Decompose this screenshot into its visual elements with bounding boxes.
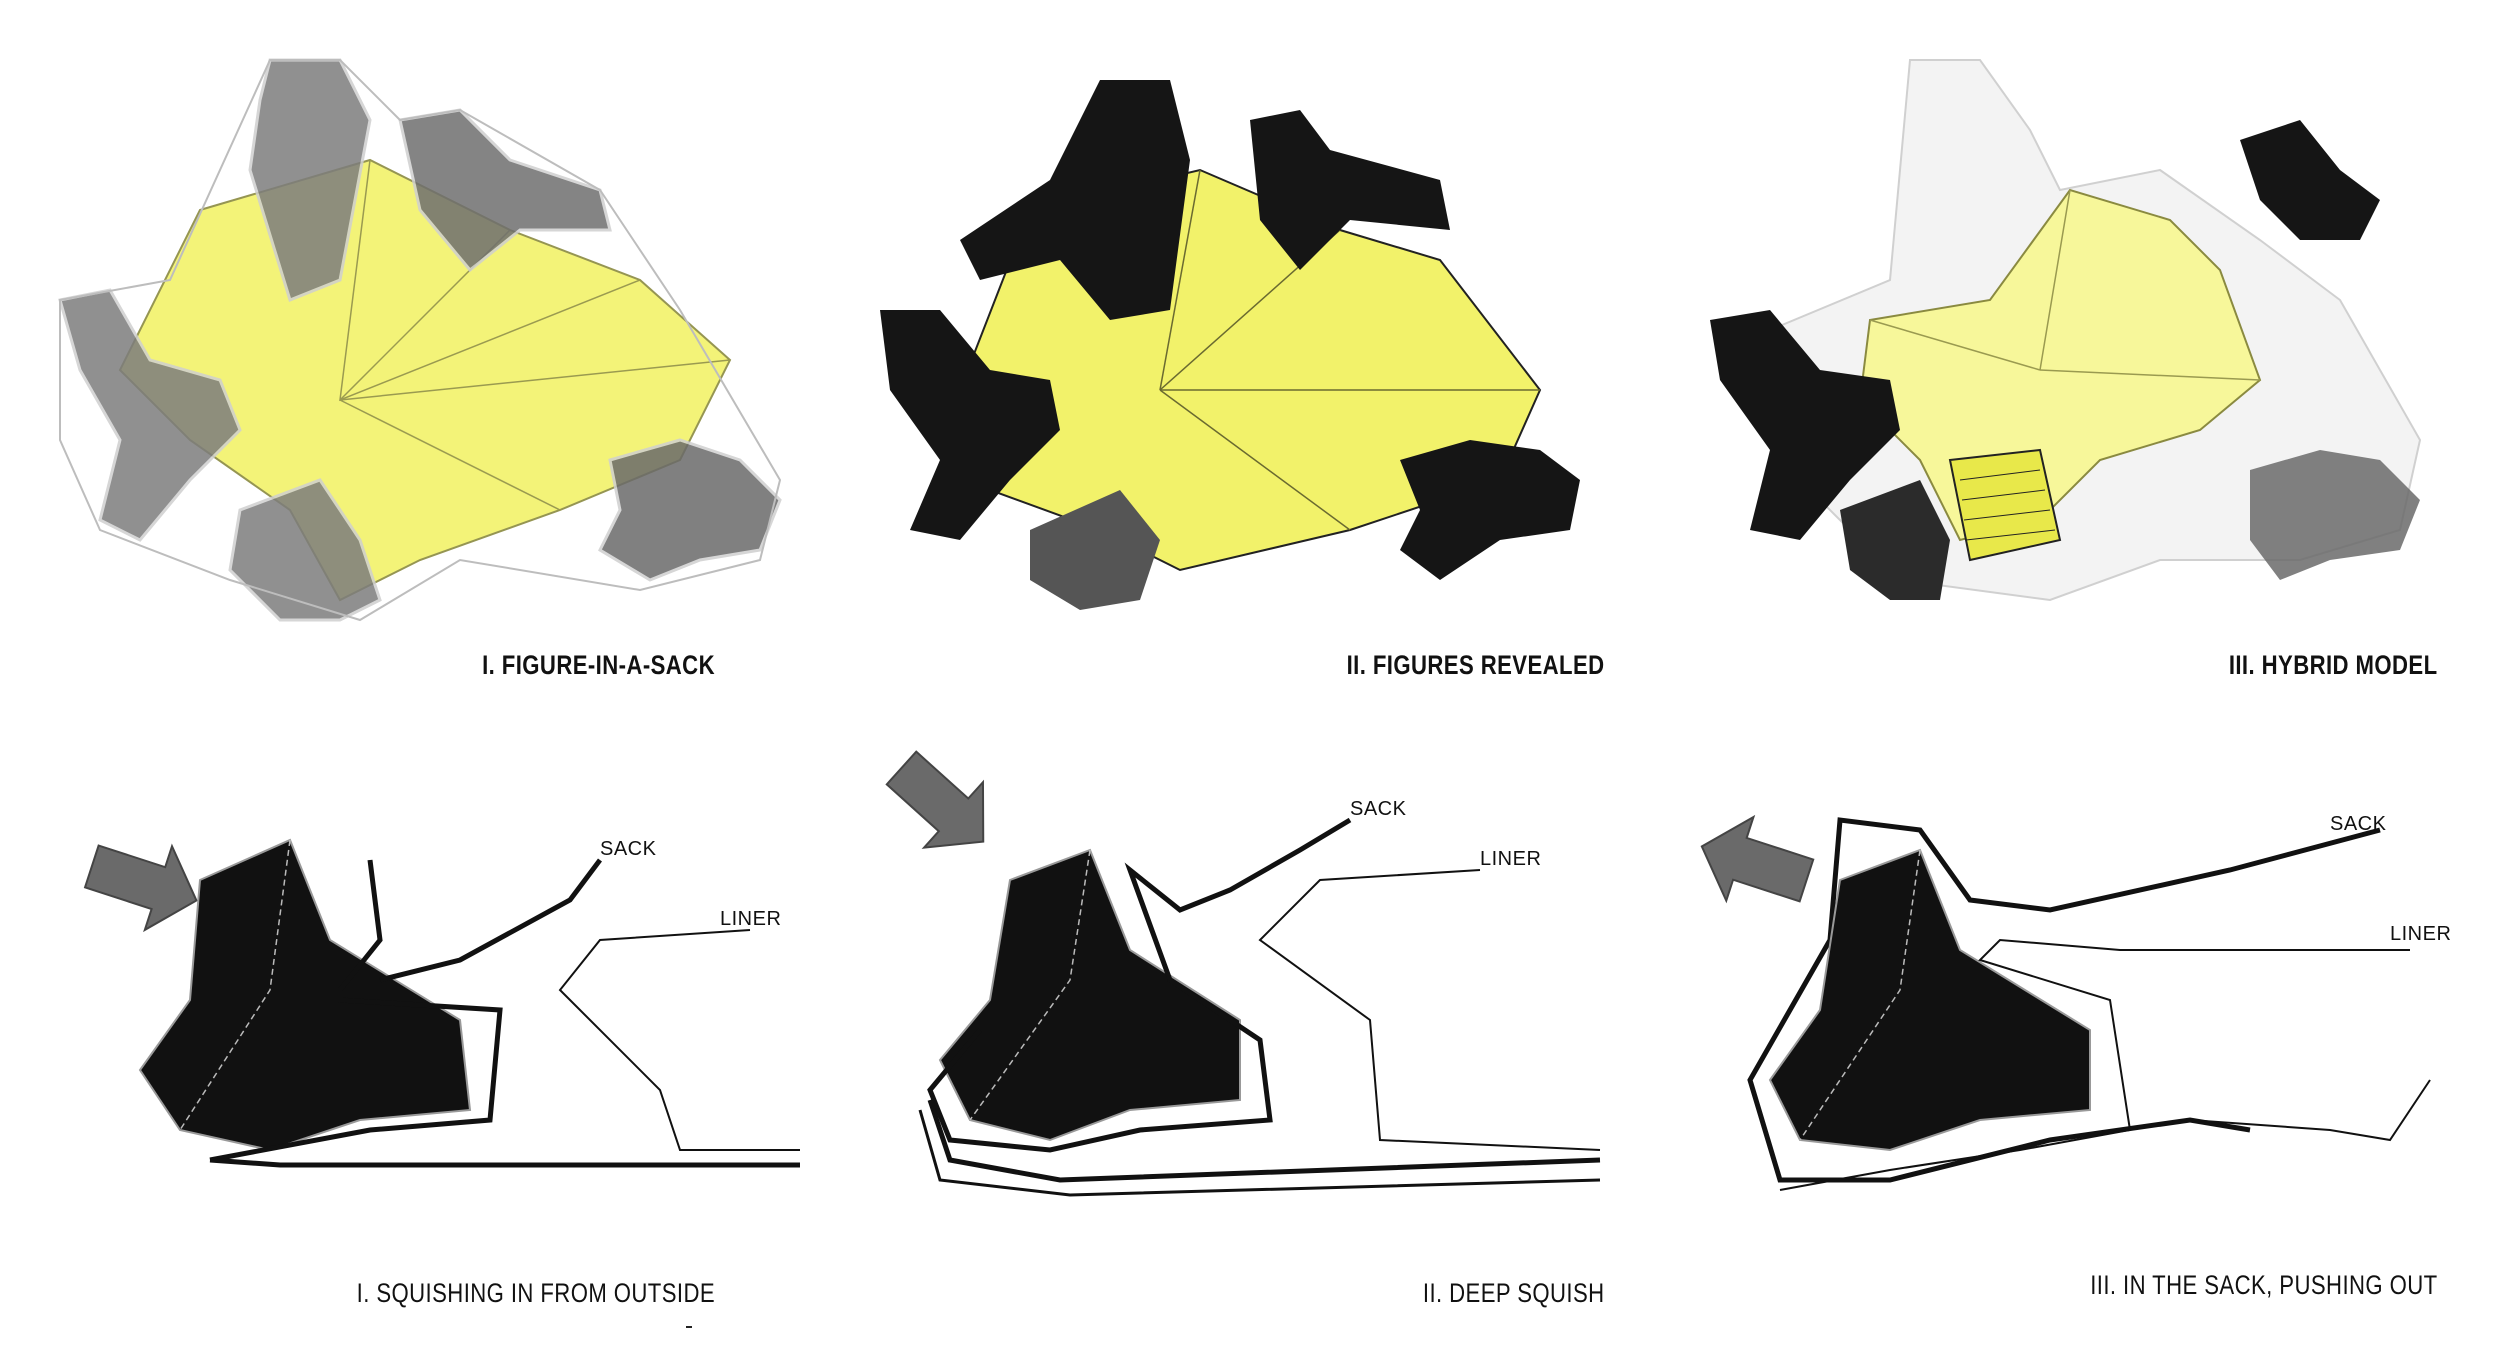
core-facet-line (2039, 189, 2071, 371)
sack-line-upper (379, 858, 602, 983)
liner-label: LINER (1480, 848, 1541, 870)
grey-figure-bottom (1030, 490, 1160, 610)
model-figure-in-a-sack-drawing (58, 58, 782, 622)
black-figure-section (138, 838, 472, 1152)
liner-label: LINER (720, 908, 781, 930)
sack-line (927, 817, 1352, 1153)
core-facet-line (339, 359, 731, 401)
liner-line-bottom (209, 1157, 800, 1168)
hatch-line (1959, 469, 2041, 481)
black-figure-left (1710, 310, 1900, 540)
section-deep-squish-drawing: SACK LINER (885, 750, 1601, 1197)
core-facet-line (1159, 169, 1201, 391)
grey-figure-right (598, 438, 782, 582)
model-hybrid (1700, 40, 2460, 640)
outer-line-1 (927, 1099, 1601, 1183)
black-figure-section (938, 848, 1241, 1142)
grey-figure-top-right (398, 108, 612, 273)
sack-label: SACK (2330, 813, 2387, 835)
caption-in-the-sack-pushing-out: III. IN THE SACK, PUSHING OUT (2090, 1270, 2438, 1300)
liner-line (558, 929, 800, 1151)
push-arrow (1700, 814, 1815, 904)
hatch-line (1965, 529, 2056, 541)
hatched-liner (1948, 448, 2062, 562)
black-figure-bottom (1840, 480, 1950, 600)
sack-label: SACK (600, 838, 657, 860)
model-hybrid-drawing (1710, 59, 2422, 602)
caption-figures-revealed: II. FIGURES REVEALED (1347, 650, 1605, 680)
liner-line (1779, 938, 2410, 1191)
black-figure-left (880, 310, 1060, 540)
push-arrow (83, 843, 198, 933)
black-figure-top-right (1250, 110, 1450, 270)
glass-sack-outline (59, 59, 782, 622)
figure-facet-dashes (179, 839, 291, 1131)
grey-figure-left (58, 288, 242, 542)
section-pushing-out-drawing: SACK LINER (1700, 813, 2451, 1191)
caption-deep-squish: II. DEEP SQUISH (1423, 1278, 1605, 1308)
core-facet-line (1869, 319, 2041, 371)
black-figure-right (1400, 440, 1580, 580)
caption-hybrid-model: III. HYBRID MODEL (2229, 650, 2438, 680)
figure-facet-dashes (1799, 849, 1921, 1141)
liner-label: LINER (2390, 923, 2451, 945)
push-arrow (885, 750, 985, 849)
model-figures-revealed (880, 60, 1640, 620)
section-deep-squish: SACK LINER (880, 740, 1640, 1200)
section-squishing-in: SACK LINER (80, 820, 840, 1200)
stray-mark (686, 1326, 692, 1328)
model-figures-revealed-drawing (880, 80, 1580, 610)
hatch-line (1961, 489, 2046, 501)
black-figure-top-right (2240, 120, 2380, 240)
liner-line (1258, 869, 1601, 1151)
grey-figure-right (2250, 450, 2420, 580)
core-facet-line (1159, 389, 1351, 531)
figure-facet-dashes (969, 849, 1091, 1121)
caption-figure-in-a-sack: I. FIGURE-IN-A-SACK (482, 650, 715, 680)
section-pushing-out: SACK LINER (1690, 800, 2480, 1200)
sack-line (209, 859, 503, 1163)
caption-squishing-in-from-outside: I. SQUISHING IN FROM OUTSIDE (356, 1278, 715, 1308)
core-facet-line (2039, 369, 2261, 381)
grey-figure-top (248, 58, 372, 302)
black-figure-section (1768, 848, 2091, 1152)
model-figure-in-a-sack (40, 40, 800, 640)
outer-line-2 (918, 1109, 1601, 1197)
black-figure-top (960, 80, 1190, 320)
sack-label: SACK (1350, 798, 1407, 820)
core-facet-line (339, 399, 561, 511)
section-squishing-in-drawing: SACK LINER (83, 838, 800, 1168)
liner-line-right (2189, 1079, 2431, 1142)
hatch-line (1963, 509, 2051, 521)
grey-figure-bottom (228, 478, 382, 622)
